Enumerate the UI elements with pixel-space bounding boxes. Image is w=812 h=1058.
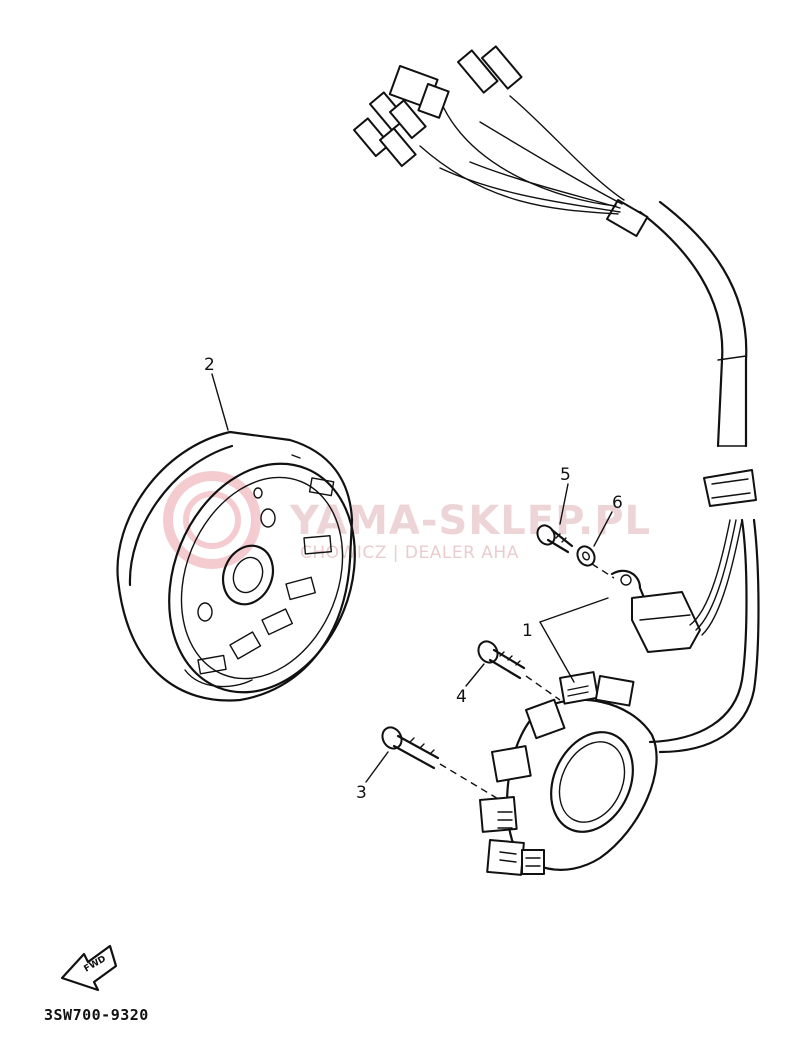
leader-line-4 — [465, 663, 485, 687]
callouts: 2 5 6 1 4 3 — [204, 355, 623, 803]
callout-4: 4 — [456, 687, 467, 707]
leader-line-5 — [559, 483, 569, 525]
watermark-subtext: CHOWICZ | DEALER AHA — [300, 543, 519, 563]
bolt-part-3 — [381, 726, 440, 770]
forward-arrow-icon: FWD — [60, 944, 118, 992]
callout-1: 1 — [522, 621, 533, 641]
bolt-part-4 — [477, 640, 526, 680]
leader-line-1a — [539, 597, 609, 623]
callout-6: 6 — [612, 493, 623, 513]
assembly-line-6 — [591, 563, 615, 579]
leader-line-2 — [211, 373, 229, 431]
wire-harness — [353, 45, 748, 448]
callout-2: 2 — [204, 355, 215, 375]
bolt-part-5 — [536, 524, 574, 554]
leader-line-6 — [593, 511, 613, 547]
assembly-line-3 — [439, 763, 501, 801]
stator-assembly — [479, 469, 760, 876]
leader-line-3 — [365, 751, 389, 783]
rotor-flywheel — [116, 430, 356, 702]
diagram-part-code: 3SW700-9320 — [44, 1006, 149, 1024]
washer-part-6 — [576, 545, 596, 567]
watermark-logo-icon — [163, 471, 261, 569]
callout-3: 3 — [356, 783, 367, 803]
callout-5: 5 — [560, 465, 571, 485]
leader-line-1b — [539, 621, 575, 683]
assembly-line-4 — [525, 675, 561, 701]
